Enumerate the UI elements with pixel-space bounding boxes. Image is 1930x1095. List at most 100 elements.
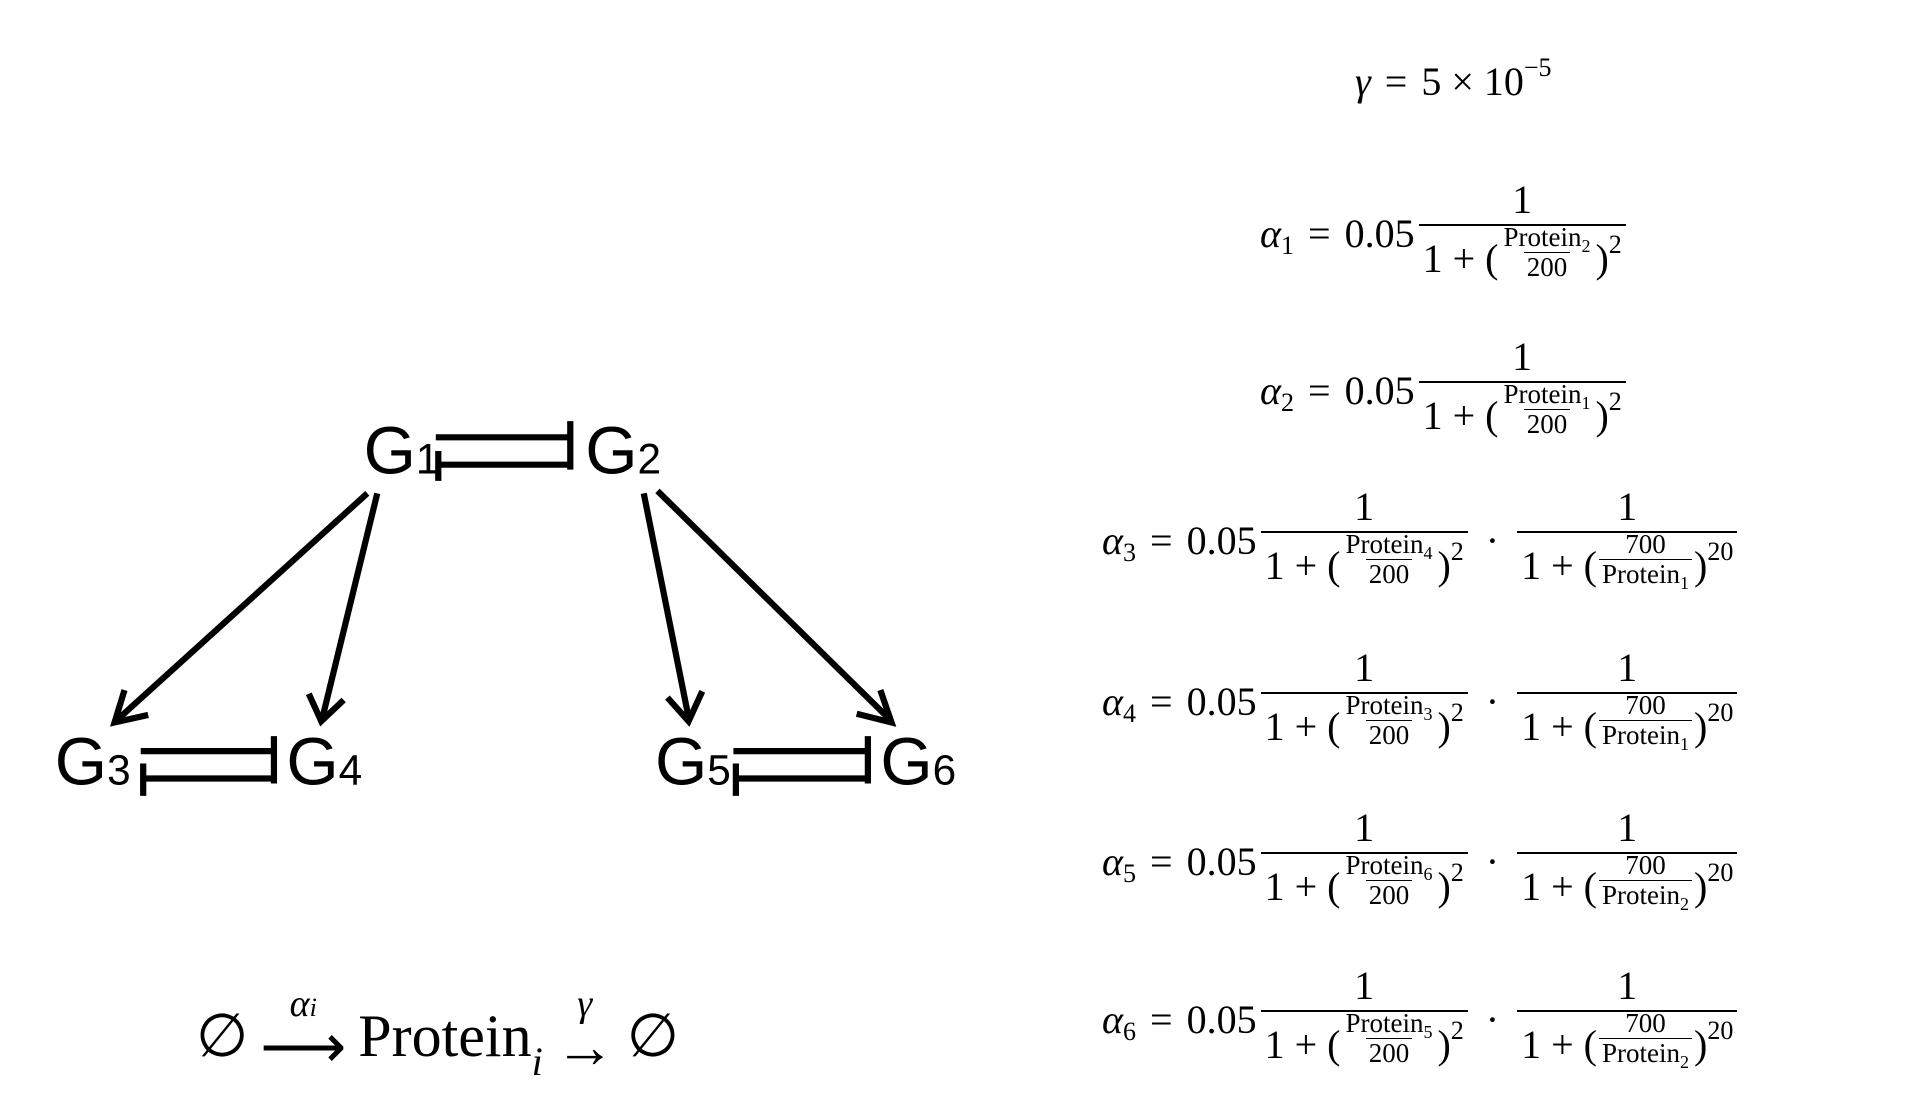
ratio-numerator-subscript: 4 (1423, 543, 1433, 563)
activation-arrow-g1-g4 (305, 492, 381, 727)
alpha-subscript: 5 (1123, 858, 1136, 888)
close-paren: ) (1437, 1021, 1451, 1067)
gamma-symbol: γ (1355, 59, 1371, 104)
open-paren: ( (1327, 1021, 1341, 1067)
fraction-denominator: 1 + ( 700 Protein1 )20 (1517, 692, 1738, 755)
one-plus: 1 + (1521, 542, 1584, 588)
inhibition-edge-g6-g5 (732, 763, 868, 796)
species-subscript: i (531, 1039, 543, 1084)
node-g5: G5 (655, 725, 731, 800)
inhibition-edge-g4-g3 (140, 763, 274, 796)
ratio-denominator-subscript: 2 (1680, 1052, 1689, 1072)
hill-exponent: 2 (1450, 1015, 1464, 1045)
equals-sign: = (1150, 517, 1173, 563)
equals-sign: = (1150, 838, 1173, 884)
node-g3: G3 (55, 725, 131, 800)
equals-sign: = (1150, 678, 1173, 724)
alpha-symbol: α (1102, 996, 1123, 1042)
alpha-symbol: α (1102, 678, 1123, 724)
alpha-symbol: α (1102, 838, 1123, 884)
close-paren: ) (1694, 863, 1708, 909)
ratio-denominator: Protein (1602, 720, 1680, 750)
hill-fraction: 1 1 + ( Protein1 200 )2 (1418, 334, 1626, 444)
multiply-dot: · (1485, 678, 1500, 724)
alpha-subscript: 3 (1123, 537, 1136, 567)
activation-arrow-g2-g6 (655, 488, 897, 727)
arrow-icon: → (554, 1014, 615, 1080)
rate-in-symbol: α (289, 983, 310, 1025)
hill-fraction: 1 1 + ( Protein3 200 )2 (1260, 648, 1468, 755)
hill-exponent: 20 (1707, 697, 1734, 727)
fraction-numerator: 1 (1354, 805, 1375, 850)
close-paren: ) (1694, 703, 1708, 749)
multiply-dot: · (1485, 838, 1500, 884)
multiply-dot: · (1485, 996, 1500, 1042)
ratio-numerator-subscript: 2 (1581, 236, 1591, 256)
hill-fraction: 1 1 + ( Protein4 200 )2 (1260, 487, 1468, 594)
ratio-denominator: 200 (1368, 559, 1410, 589)
coefficient: 0.05 (1186, 838, 1257, 884)
fraction-numerator: 1 (1512, 334, 1533, 379)
empty-set-symbol: ∅ (196, 1003, 249, 1069)
alpha-symbol: α (1260, 367, 1281, 413)
hill-exponent: 20 (1707, 536, 1734, 566)
close-paren: ) (1595, 235, 1609, 281)
coefficient: 0.05 (1186, 517, 1257, 563)
multiply-dot: · (1485, 517, 1500, 563)
fraction-numerator: 1 (1617, 963, 1638, 1008)
ratio-numerator: Protein (1345, 1008, 1424, 1038)
one-plus: 1 + (1521, 863, 1584, 909)
degradation-arrow: γ → (554, 985, 615, 1080)
alpha-subscript: 2 (1281, 387, 1294, 417)
open-paren: ( (1583, 703, 1597, 749)
node-g1: G1 (364, 413, 440, 488)
ratio-numerator-subscript: 5 (1423, 1022, 1433, 1042)
ratio-fraction: Protein2 200 (1500, 224, 1593, 281)
open-paren: ( (1485, 392, 1499, 438)
ratio-numerator-subscript: 6 (1423, 864, 1433, 884)
fraction-denominator: 1 + ( Protein2 200 )2 (1418, 224, 1626, 287)
ratio-denominator: Protein (1602, 559, 1680, 589)
close-paren: ) (1694, 1021, 1708, 1067)
inhibition-edge-g2-g1 (435, 450, 571, 481)
hill-fraction: 1 1 + ( 700 Protein2 )20 (1517, 963, 1738, 1073)
one-plus: 1 + (1422, 235, 1486, 281)
alpha-symbol: α (1102, 517, 1123, 563)
ratio-numerator-subscript: 1 (1581, 393, 1591, 413)
open-paren: ( (1485, 235, 1499, 281)
ratio-denominator-subscript: 2 (1680, 894, 1689, 914)
open-paren: ( (1583, 863, 1597, 909)
ratio-numerator: 700 (1625, 850, 1666, 880)
ratio-denominator: 200 (1368, 720, 1410, 750)
coefficient: 0.05 (1186, 996, 1257, 1042)
fraction-denominator: 1 + ( 700 Protein2 )20 (1517, 1010, 1738, 1073)
fraction-denominator: 1 + ( 700 Protein1 )20 (1517, 529, 1738, 594)
ratio-fraction: Protein3 200 (1342, 692, 1435, 749)
ratio-denominator: Protein (1602, 1038, 1680, 1068)
node-g6: G6 (880, 725, 956, 800)
ratio-denominator: 200 (1368, 880, 1410, 910)
activation-arrow-g1-g3 (110, 491, 370, 727)
fraction-numerator: 1 (1617, 484, 1638, 529)
close-paren: ) (1595, 392, 1609, 438)
ratio-fraction: Protein4 200 (1342, 531, 1435, 588)
hill-exponent: 20 (1707, 857, 1734, 887)
ratio-numerator: Protein (1345, 690, 1424, 720)
equals-sign: = (1150, 996, 1173, 1042)
gamma-equation: γ = 5 × 10−5 (1355, 55, 1552, 104)
one-plus: 1 + (1264, 703, 1328, 749)
ratio-numerator: 700 (1625, 529, 1666, 559)
ratio-numerator: Protein (1345, 529, 1424, 559)
fraction-denominator: 1 + ( Protein6 200 )2 (1260, 852, 1468, 915)
fraction-denominator: 1 + ( Protein1 200 )2 (1418, 381, 1626, 444)
ratio-fraction: 700 Protein1 (1599, 529, 1692, 592)
open-paren: ( (1327, 542, 1341, 588)
one-plus: 1 + (1521, 703, 1584, 749)
ratio-fraction: 700 Protein2 (1599, 1010, 1692, 1071)
equals-sign: = (1384, 59, 1408, 104)
one-plus: 1 + (1521, 1021, 1584, 1067)
open-paren: ( (1327, 863, 1341, 909)
